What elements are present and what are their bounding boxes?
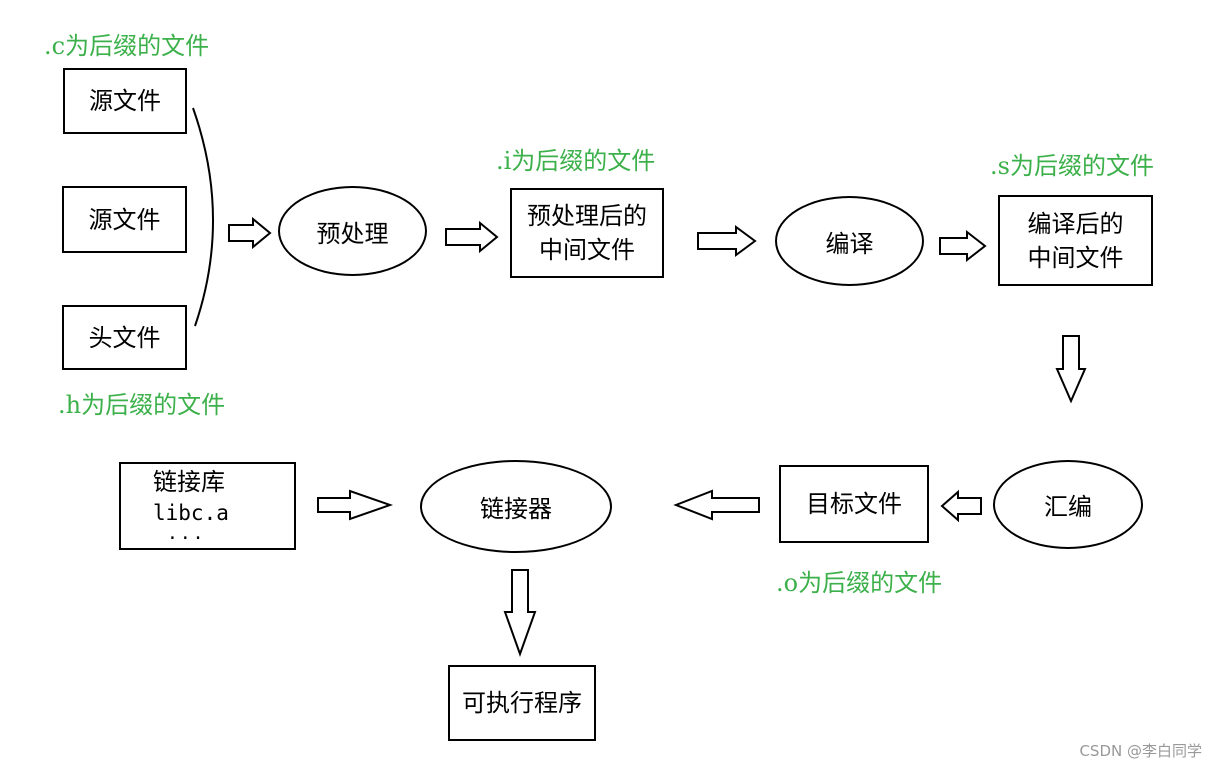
compiled-label-line2: 中间文件 (1027, 243, 1124, 272)
preprocessed-label-line2: 中间文件 (539, 236, 635, 264)
note-c-suffix: .c为后缀的文件 (44, 32, 210, 60)
preprocess-label: 预处理 (316, 219, 389, 248)
linker-label: 链接器 (480, 495, 552, 523)
preprocess-node: 预处理 (278, 186, 427, 276)
assemble-label: 汇编 (1044, 493, 1092, 521)
arrow-ifile-to-compile (697, 225, 757, 257)
preprocessed-file-box: 预处理后的 中间文件 (510, 188, 664, 278)
arrow-linker-to-executable (503, 569, 537, 657)
compiled-label-line1: 编译后的 (1027, 209, 1124, 238)
source-file-label-2: 源文件 (88, 205, 161, 234)
library-more: ... (167, 523, 206, 544)
library-title: 链接库 (153, 468, 225, 496)
arrow-sfile-to-assemble (1055, 335, 1087, 404)
executable-label: 可执行程序 (462, 689, 582, 717)
arrow-library-to-linker (317, 489, 394, 521)
object-file-label: 目标文件 (806, 490, 902, 518)
library-item: libc.a (153, 501, 229, 525)
compile-label: 编译 (825, 229, 874, 258)
executable-box: 可执行程序 (448, 665, 596, 741)
arrow-assemble-to-object (940, 489, 982, 523)
arrow-object-to-linker (673, 489, 760, 521)
source-file-box-2: 源文件 (62, 186, 187, 253)
note-h-suffix: .h为后缀的文件 (58, 391, 226, 419)
watermark: CSDN @李白同学 (1079, 742, 1202, 760)
source-file-label-1: 源文件 (89, 87, 161, 115)
header-file-box: 头文件 (62, 305, 187, 370)
arrow-compile-to-sfile (939, 229, 987, 263)
assemble-node: 汇编 (993, 460, 1143, 549)
note-o-suffix: .o为后缀的文件 (776, 569, 943, 597)
compile-node: 编译 (775, 196, 924, 286)
preprocessed-label-line1: 预处理后的 (527, 202, 647, 230)
input-bracket (192, 107, 214, 327)
arrow-preprocess-to-ifile (445, 220, 499, 254)
header-file-label: 头文件 (88, 323, 161, 352)
note-s-suffix: .s为后缀的文件 (990, 152, 1154, 180)
linker-node: 链接器 (420, 460, 612, 553)
library-box: 链接库 libc.a ... (119, 462, 296, 550)
note-i-suffix: .i为后缀的文件 (496, 147, 656, 175)
compiled-file-box: 编译后的 中间文件 (998, 195, 1153, 286)
object-file-box: 目标文件 (779, 465, 929, 543)
arrow-files-to-preprocess (228, 216, 272, 250)
source-file-box-1: 源文件 (63, 68, 187, 134)
